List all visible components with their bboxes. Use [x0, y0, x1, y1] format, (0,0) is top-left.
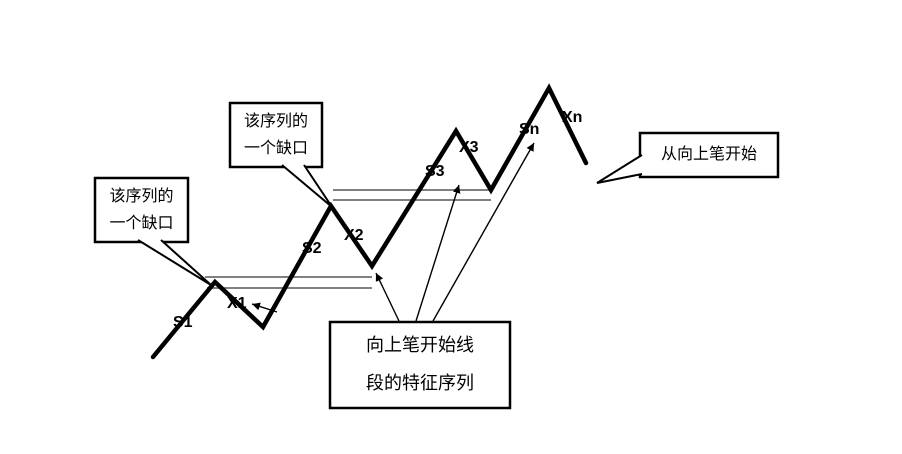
point-label-s2: S2: [302, 240, 322, 257]
arrow-to-x1: [251, 302, 278, 313]
callout-start-right: 从向上笔开始: [640, 133, 778, 177]
callout-gap-left-bubble: [93, 176, 212, 286]
callout-gap-left-line1: 该序列的: [109, 187, 174, 205]
callout-start-right-line1: 从向上笔开始: [660, 146, 757, 164]
point-label-x3: X3: [459, 139, 479, 156]
callout-feature-sequence-line1: 向上笔开始线: [366, 335, 474, 356]
arrow-to-sn: [432, 142, 535, 322]
callout-gap-left: 该序列的 一个缺口: [95, 178, 188, 242]
point-label-s3: S3: [425, 163, 445, 180]
callout-feature-sequence: 向上笔开始线 段的特征序列: [330, 322, 510, 408]
point-label-xn: Xn: [562, 109, 583, 126]
arrow-to-x2: [375, 272, 400, 322]
callout-gap-left-line2: 一个缺口: [109, 215, 174, 232]
callout-gap-top-line1: 该序列的: [243, 112, 308, 130]
callout-feature-sequence-line2: 段的特征序列: [366, 373, 474, 393]
callout-gap-top: 该序列的 一个缺口: [230, 103, 322, 167]
callout-start-right-bubble: [596, 131, 780, 184]
gap-lines-lower: [205, 276, 372, 289]
zigzag-price-line: [150, 83, 589, 360]
point-label-x2: X2: [344, 227, 364, 244]
point-label-x1: X1: [227, 295, 247, 312]
feature-sequence-box: [328, 320, 512, 410]
callout-gap-top-line2: 一个缺口: [243, 140, 308, 157]
callout-gap-top-bubble: [228, 101, 333, 208]
arrow-to-x3: [415, 184, 461, 322]
point-label-s1: S1: [173, 314, 193, 331]
point-label-sn: Sn: [519, 121, 540, 138]
